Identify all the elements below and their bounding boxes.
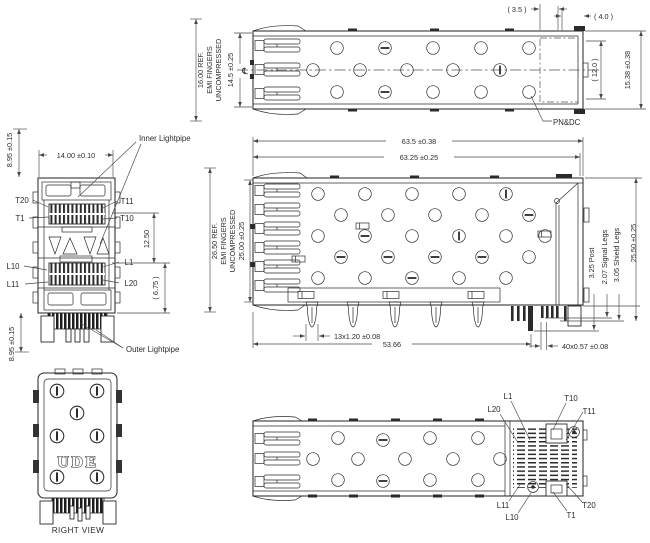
dim-25-50: 25.50 ±0.25 xyxy=(629,224,638,263)
lightpipe-triangle-up-2 xyxy=(96,237,110,255)
label-outer-lightpipe: Outer Lightpipe xyxy=(126,345,179,354)
pin-l10: L10 xyxy=(6,262,20,271)
centerline-symbol: ℄ xyxy=(241,66,248,76)
dim-4-0: ( 4.0 ) xyxy=(594,12,613,21)
front-view: 8.95 ±0.15 14.00 ±0.10 Inner Lightpipe T… xyxy=(5,128,191,361)
top-ref-line-2: EMI FINGERS xyxy=(205,46,214,94)
dim-25-00: 25.00 ±0.25 xyxy=(237,222,246,261)
dim-12-50: 12.50 xyxy=(142,230,151,248)
dim-pins: 13x1.20 ±0.08 xyxy=(334,332,380,341)
side-ref-line-3: UNCOMPRESSED xyxy=(228,210,237,272)
pin-t11: T11 xyxy=(121,197,134,206)
side-view-body xyxy=(252,177,584,306)
bottom-view-body xyxy=(252,420,584,497)
pin-l1: L1 xyxy=(125,258,134,267)
lightpipe-triangle-down-1 xyxy=(48,236,62,256)
dim-14-00: 14.00 ±0.10 xyxy=(57,151,96,160)
dim-legs: 40x0.57 ±0.08 xyxy=(562,342,608,351)
dim-63-25: 63.25 ±0.25 xyxy=(400,153,439,162)
pin-t20-bottom: T20 xyxy=(582,501,596,510)
lightpipe-triangle-down-2 xyxy=(83,236,97,256)
pin-t10-bottom: T10 xyxy=(564,394,578,403)
ude-logo: UDE xyxy=(57,454,98,471)
pin-t20: T20 xyxy=(15,196,29,205)
dim-8-95-top: 8.95 ±0.15 xyxy=(5,133,14,167)
pin-t1: T1 xyxy=(15,214,24,223)
pin-l20-bottom: L20 xyxy=(487,405,501,414)
top-ref-line-1: 16.00 REF. xyxy=(196,52,205,88)
pin-l1-bottom: L1 xyxy=(504,392,513,401)
emi-fringe xyxy=(47,312,108,330)
dim-53-66: 53.66 xyxy=(383,340,401,349)
lightpipe-triangle-up-1 xyxy=(62,237,78,255)
label-post: 3.25 Post xyxy=(587,248,596,279)
side-ref-line-1: 26.50 REF. xyxy=(210,223,219,259)
dim-14-5: 14.5 ±0.25 xyxy=(226,53,235,87)
top-ref-line-3: UNCOMPRESSED xyxy=(214,39,223,101)
right-view-caption: RIGHT VIEW xyxy=(52,526,105,535)
side-view: 63.5 ±0.38 63.25 ±0.25 26.50 REF. EMI FI… xyxy=(204,137,642,351)
label-inner-lightpipe: Inner Lightpipe xyxy=(139,134,191,143)
bottom-view: L1 L20 T10 T11 L11 L10 T1 T20 xyxy=(252,392,596,522)
dim-12-0: ( 12.0 ) xyxy=(590,58,599,81)
pin-t1-bottom: T1 xyxy=(566,511,575,520)
pin-l10-bottom: L10 xyxy=(505,513,519,522)
label-signal-legs: 2.07 Signal Legs xyxy=(600,229,609,284)
dim-6-75: ( 6.75 ) xyxy=(151,276,160,299)
dim-63-5: 63.5 ±0.38 xyxy=(402,137,436,146)
top-view: ( 3.5 ) ( 4.0 ) 16.00 REF. EMI FINGERS U… xyxy=(190,4,646,127)
label-shield-legs: 3.05 Shield Legs xyxy=(612,227,621,282)
dim-15-38: 15.38 ±0.38 xyxy=(623,51,632,90)
pin-l20: L20 xyxy=(124,279,138,288)
label-pndc: PN&DC xyxy=(553,118,581,127)
dim-8-95-bottom: 8.95 ±0.15 xyxy=(7,327,16,361)
pin-t11-bottom: T11 xyxy=(583,407,596,416)
pndc-zone xyxy=(539,37,579,103)
side-ref-line-2: EMI FINGERS xyxy=(219,217,228,265)
pin-t10: T10 xyxy=(120,214,134,223)
right-view: UDE RIGHT VIEW xyxy=(33,368,122,535)
pin-l11-bottom: L11 xyxy=(497,501,509,510)
rear-legs xyxy=(511,305,582,331)
pin-l11: L11 xyxy=(7,280,19,289)
dim-3-5: ( 3.5 ) xyxy=(507,5,526,14)
